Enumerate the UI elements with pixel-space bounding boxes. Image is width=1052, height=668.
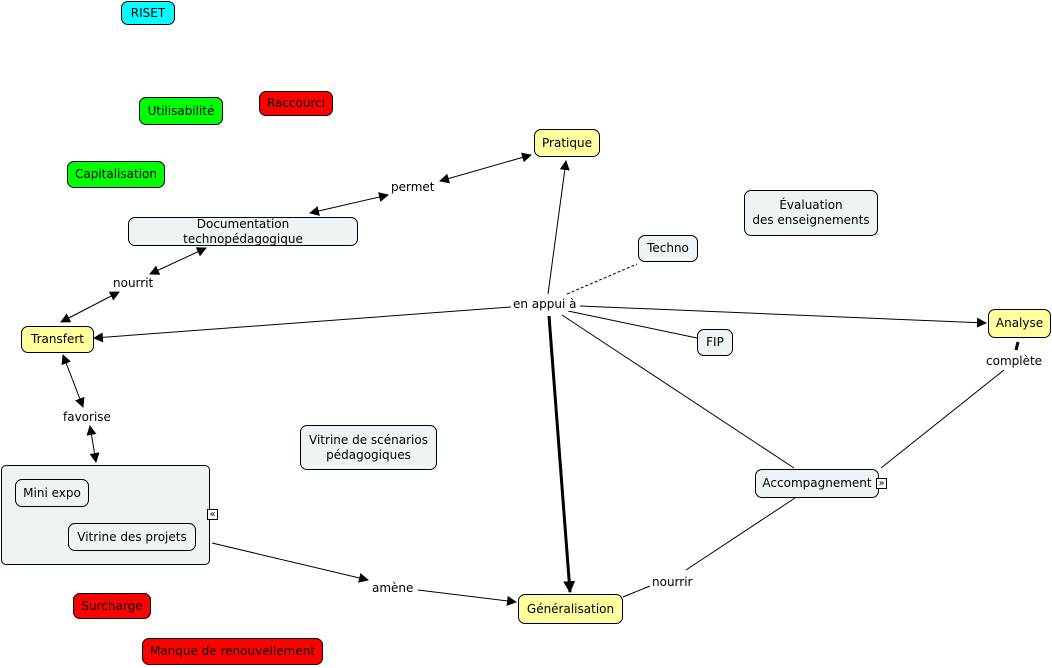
concept-analyse[interactable]: Analyse	[988, 309, 1051, 338]
link-enappui-accompagnement	[561, 314, 795, 469]
concept-pratique[interactable]: Pratique	[534, 129, 600, 157]
concept-transfert[interactable]: Transfert	[21, 326, 94, 353]
link-enappui-analyse	[579, 305, 987, 328]
linking-phrase-amene: amène	[370, 581, 416, 595]
tag-surcharge[interactable]: Surcharge	[73, 593, 151, 619]
link-favorise-transfert	[61, 354, 85, 408]
concept-evaluation[interactable]: Évaluation des enseignements	[744, 190, 878, 236]
linking-phrase-complete: complète	[984, 354, 1045, 368]
concept-vitrine-scenarios[interactable]: Vitrine de scénarios pédagogiques	[300, 425, 437, 470]
expand-accompagnement-icon[interactable]: »	[876, 478, 887, 489]
link-generalisation-nourrir	[622, 585, 651, 598]
link-enappui-generalisation	[547, 315, 576, 594]
concept-vitrine-projets[interactable]: Vitrine des projets	[68, 523, 196, 551]
linking-phrase-nourrir: nourrir	[650, 575, 695, 589]
tag-manque-de-renouvellement[interactable]: Manque de renouvellement	[142, 638, 323, 665]
tag-riset[interactable]: RISET	[121, 1, 175, 25]
linking-phrase-favorise: favorise	[61, 410, 113, 424]
concept-techno[interactable]: Techno	[638, 235, 698, 262]
tag-utilisabilite[interactable]: Utilisabilité	[139, 97, 223, 125]
concept-generalisation[interactable]: Généralisation	[518, 594, 623, 624]
linking-phrase-permet: permet	[389, 180, 437, 194]
concept-accompagnement[interactable]: Accompagnement	[755, 469, 879, 498]
link-enappui-techno	[566, 263, 638, 295]
link-group-amene	[211, 542, 369, 583]
link-enappui-transfert	[93, 306, 512, 343]
link-analyse-complete	[1014, 341, 1020, 351]
linking-phrase-en-appui: en appui à	[511, 297, 579, 311]
link-enappui-pratique	[547, 160, 570, 295]
linking-phrase-nourrit: nourrit	[111, 276, 156, 290]
link-complete-accompagnement	[880, 369, 1005, 469]
link-favorise-group	[86, 425, 100, 463]
link-amene-generalisation	[417, 589, 517, 606]
tag-capitalisation[interactable]: Capitalisation	[67, 161, 165, 188]
link-nourrit-transfert	[60, 291, 120, 323]
concept-fip[interactable]: FIP	[697, 329, 733, 356]
link-permet-pratique	[439, 152, 532, 184]
link-nourrir-accompagnement	[685, 497, 796, 571]
link-permet-documentation	[309, 192, 389, 216]
concept-documentation[interactable]: Documentation technopédagogique	[128, 217, 358, 246]
concept-mini-expo[interactable]: Mini expo	[15, 479, 89, 507]
collapse-group-icon[interactable]: «	[207, 509, 218, 520]
link-nourrit-documentation	[149, 247, 207, 275]
tag-raccourci[interactable]: Raccourci	[259, 91, 333, 116]
link-enappui-fip	[567, 310, 698, 339]
